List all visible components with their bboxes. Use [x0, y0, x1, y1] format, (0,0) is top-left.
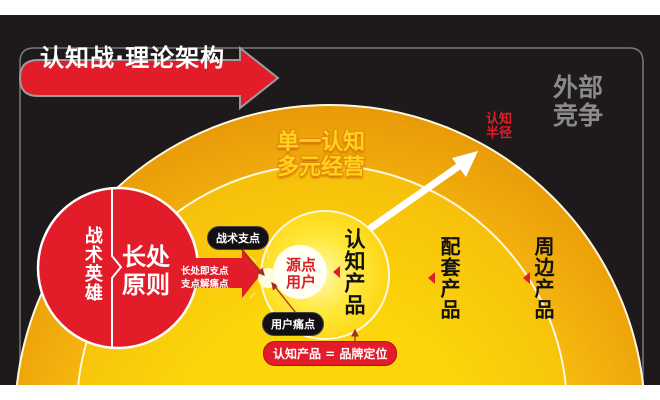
pointer-triangle-outer — [523, 272, 530, 284]
title-arrow-shape — [18, 45, 280, 111]
source-user-label: 源点用户 — [286, 256, 317, 292]
radius-arrow-head — [452, 151, 478, 177]
frame-line — [19, 47, 644, 385]
red-arrow-text-line2: 支点解痛点 — [181, 278, 229, 290]
peripheral-product-label: 周边产品 — [531, 236, 555, 320]
cognitive-radius-label: 认知半径 — [486, 112, 513, 142]
tactical-hero-label: 战术英雄 — [81, 226, 103, 302]
user-pain-point-pill: 用户痛点 — [262, 312, 324, 336]
strategy-label-line1: 单一认知 — [277, 130, 366, 155]
radius-arrow-line — [362, 161, 465, 235]
red-circle-divider — [111, 188, 123, 348]
tactical-pivot-pointer — [239, 247, 265, 276]
diagram-title: 认知战·理论架构 — [40, 44, 226, 72]
diagram-canvas: 认知战·理论架构 外部竞争 认知半径 单一认知 多元经营 战术英雄 长处原则 长… — [0, 15, 660, 385]
red-arrow-text-line1: 长处即支点 — [181, 266, 229, 277]
brand-positioning-pill: 认知产品 = 品牌定位 — [263, 341, 398, 366]
diagram-graphics — [16, 45, 644, 385]
pointer-triangle-inner — [333, 266, 340, 278]
pointer-triangle-middle — [428, 272, 435, 284]
red-arrow-shape — [175, 248, 262, 298]
supporting-product-label: 配套产品 — [437, 236, 461, 320]
outer-competition-label: 外部竞争 — [553, 73, 604, 130]
red-arrow-text: 长处即支点 支点解痛点 — [181, 266, 229, 292]
strength-principle-label: 长处原则 — [122, 243, 170, 299]
strategy-label-line2: 多元经营 — [277, 155, 366, 181]
source-user-circle — [273, 245, 327, 299]
tactical-pivot-pill: 战术支点 — [207, 226, 269, 250]
strategy-label: 单一认知 多元经营 — [277, 130, 365, 181]
cognitive-product-label: 认知产品 — [342, 228, 367, 316]
